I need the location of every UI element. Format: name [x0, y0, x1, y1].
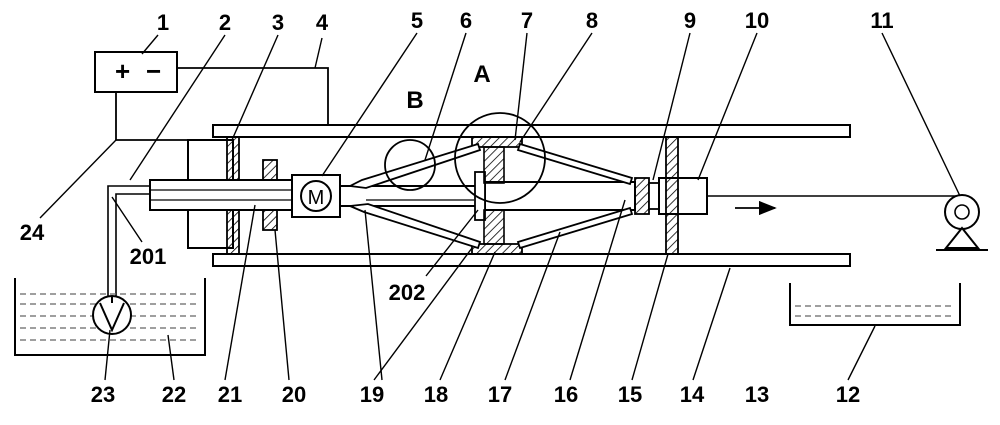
arm-lower-right [516, 206, 634, 250]
arm-lower-left [346, 203, 482, 250]
battery-minus: − [146, 56, 161, 86]
pipe-13 [212, 124, 851, 267]
label-3: 3 [272, 10, 284, 35]
label-21: 21 [218, 382, 242, 407]
label-2: 2 [219, 10, 231, 35]
label-23: 23 [91, 382, 115, 407]
label-17: 17 [488, 382, 512, 407]
label-12: 12 [836, 382, 860, 407]
label-a: A [473, 61, 490, 88]
connector-9 [634, 177, 660, 215]
central-shaft [339, 171, 636, 221]
label-202: 202 [389, 280, 426, 305]
cable [707, 195, 960, 216]
label-16: 16 [554, 382, 578, 407]
leader-lines [39, 32, 961, 381]
tube-201 [107, 185, 150, 296]
label-10: 10 [745, 8, 769, 33]
brush-7 [471, 136, 523, 184]
wire-4 [177, 67, 329, 125]
label-22: 22 [162, 382, 186, 407]
label-15: 15 [618, 382, 642, 407]
arm-upper-left [346, 142, 482, 189]
label-14: 14 [680, 382, 705, 407]
bearing-20 [262, 159, 278, 231]
arm-upper-right [516, 142, 634, 186]
linkage-arms [346, 142, 634, 250]
label-4: 4 [316, 10, 329, 35]
winch-11 [936, 194, 988, 251]
label-13: 13 [745, 382, 769, 407]
label-18: 18 [424, 382, 448, 407]
motor-label: M [308, 187, 325, 209]
battery-plus: + [115, 56, 130, 86]
detail-circle-b [384, 139, 436, 191]
label-24: 24 [20, 220, 45, 245]
label-9: 9 [684, 8, 696, 33]
label-6: 6 [460, 8, 472, 33]
label-8: 8 [586, 8, 598, 33]
motor-5: M [291, 174, 341, 218]
part-labels: 1 2 3 4 5 6 7 8 9 10 11 A B 24 201 202 2… [20, 8, 894, 407]
label-20: 20 [282, 382, 306, 407]
pump-23 [92, 295, 132, 335]
battery-1: + − [94, 51, 178, 93]
label-201: 201 [130, 244, 167, 269]
label-5: 5 [411, 8, 423, 33]
label-19: 19 [360, 382, 384, 407]
wire-24 [115, 92, 188, 141]
label-b: B [406, 87, 423, 114]
label-11: 11 [870, 8, 893, 33]
detail-circle-a [454, 112, 546, 204]
label-7: 7 [521, 8, 533, 33]
sleeve-21 [149, 179, 293, 211]
tray-12 [789, 283, 961, 326]
label-1: 1 [157, 10, 169, 35]
support-plate-14 [665, 136, 679, 255]
detail-circles [384, 112, 546, 204]
